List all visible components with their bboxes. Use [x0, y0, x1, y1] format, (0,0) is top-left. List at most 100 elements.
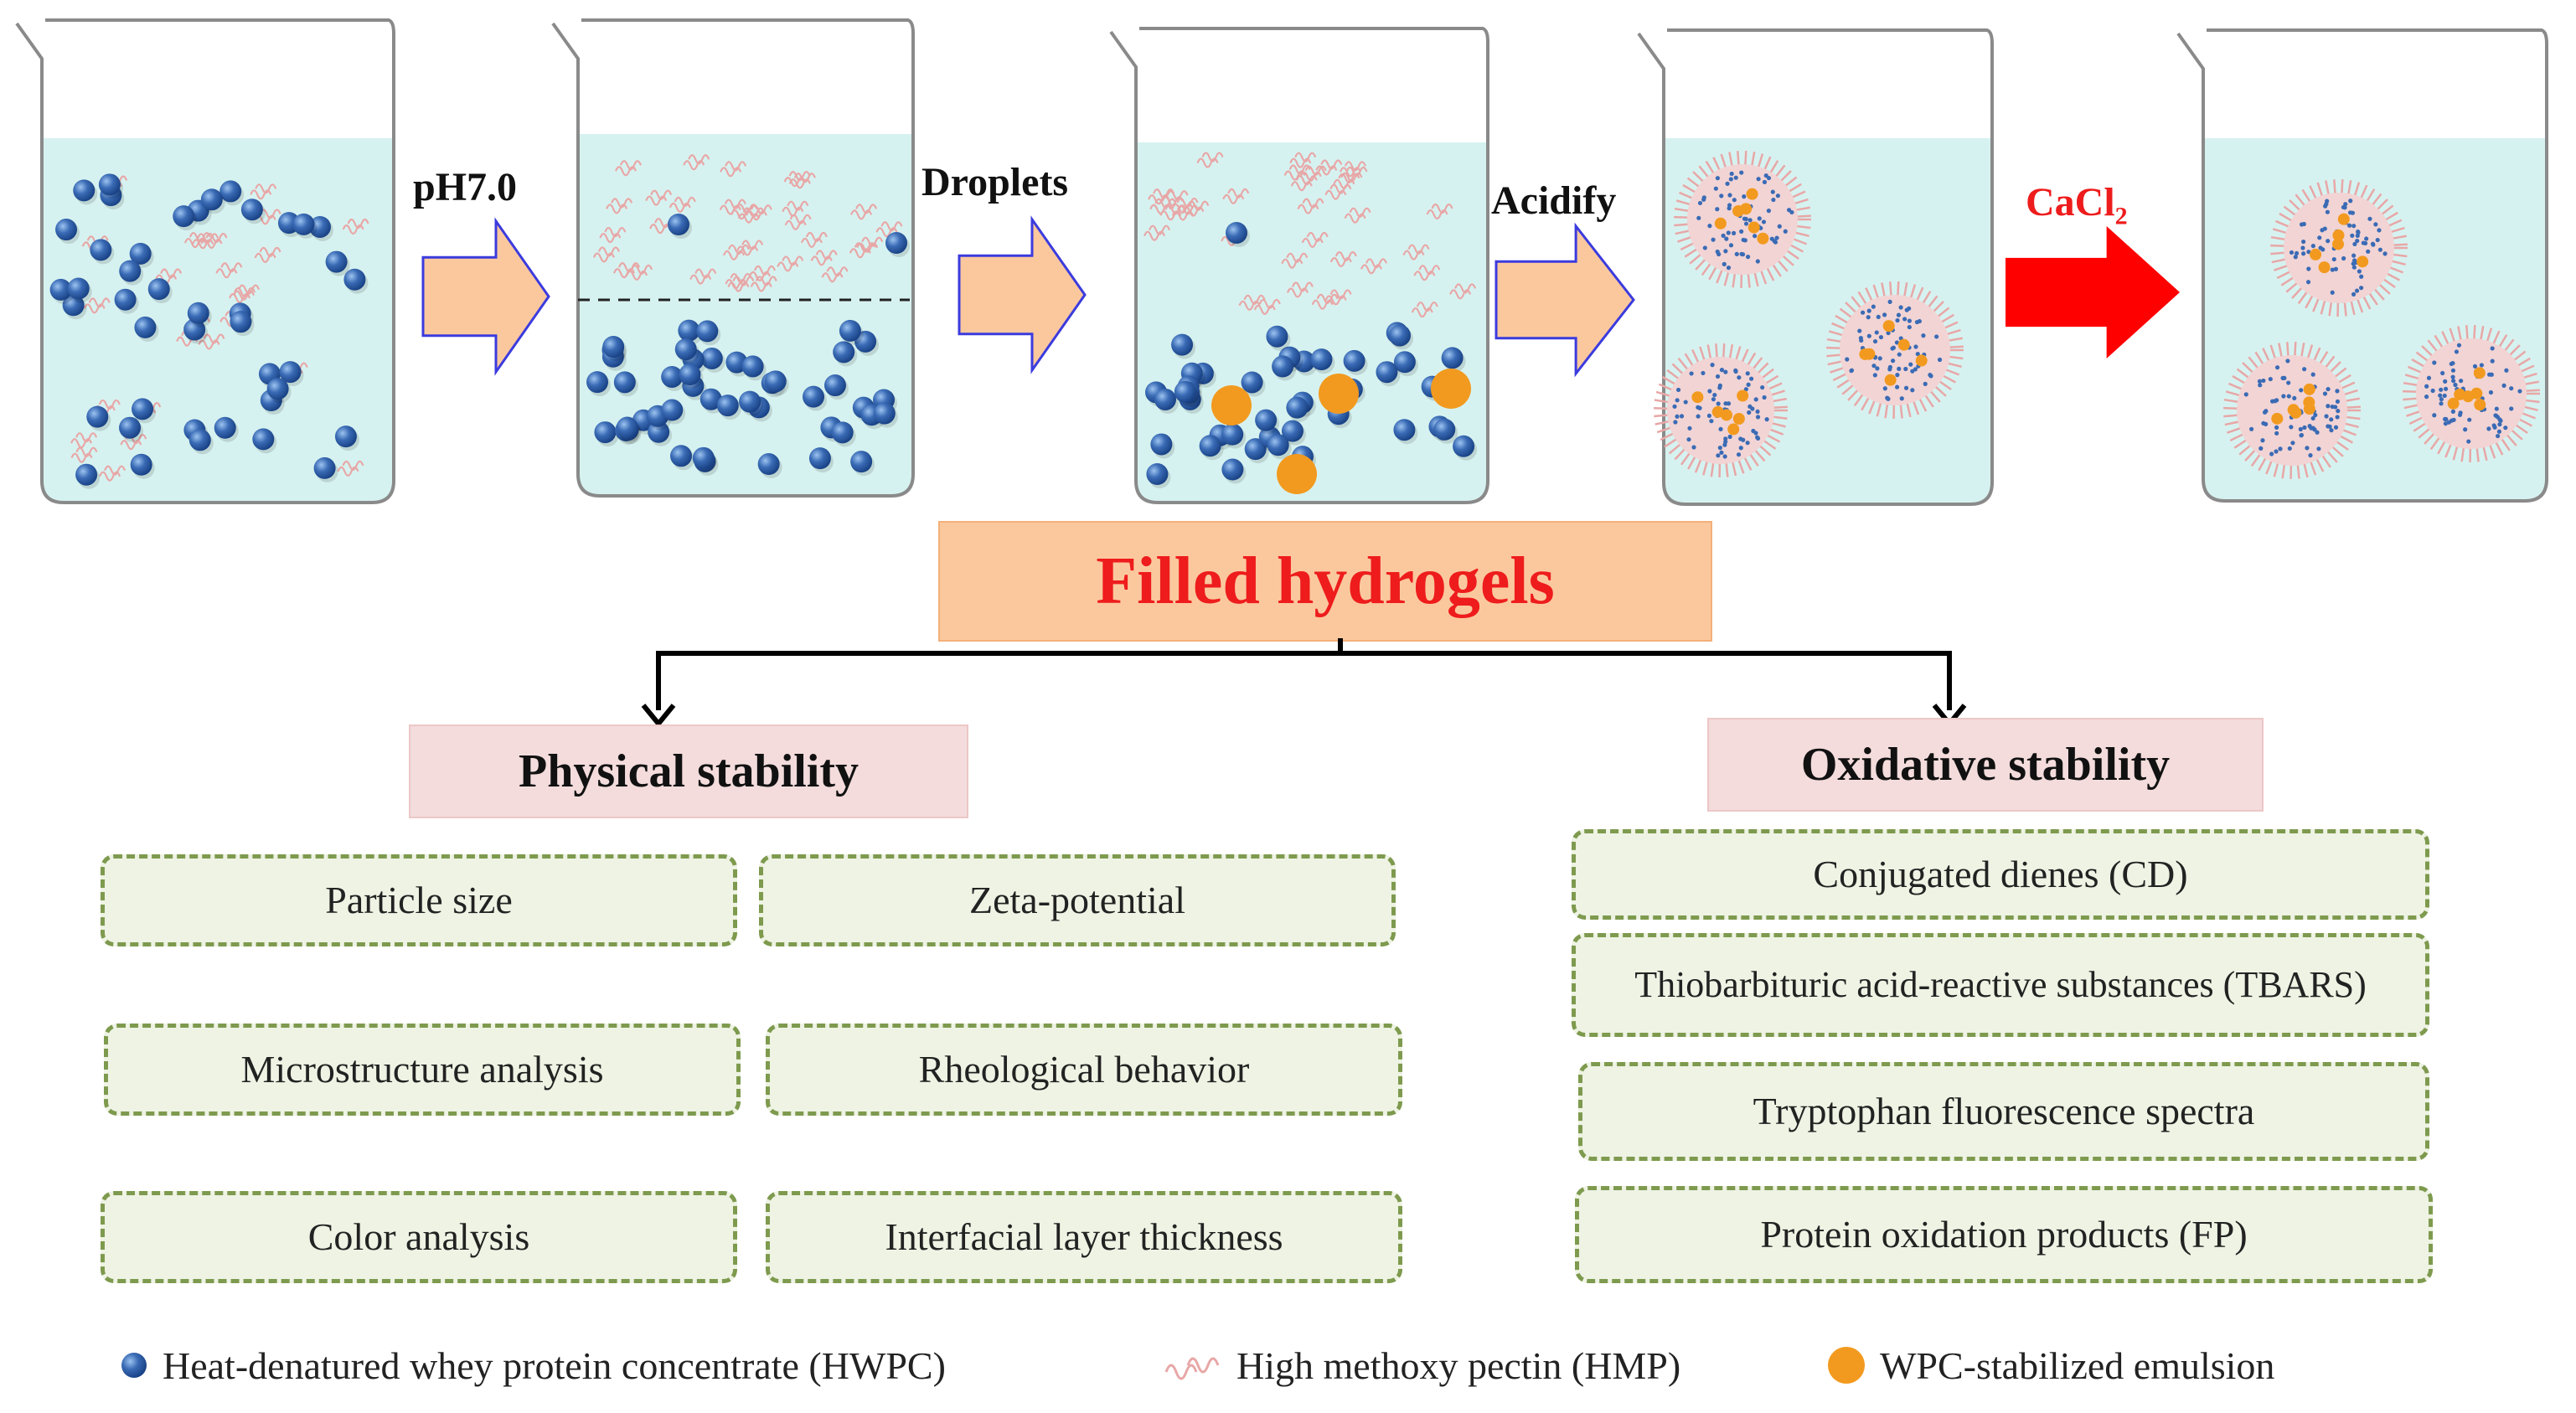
beaker-3-glass — [1109, 27, 1489, 504]
protein-particle — [266, 378, 289, 400]
protein-particle — [679, 364, 701, 386]
protein-particle — [119, 260, 142, 282]
pectin-chain — [849, 242, 876, 259]
pectin-chain — [1281, 252, 1309, 269]
process-arrow-droplets-icon — [958, 215, 1087, 374]
protein-particle — [1199, 435, 1221, 457]
beaker-2-contents — [578, 154, 910, 479]
step-label-ph: pH7.0 — [413, 165, 518, 209]
legend-hwpc-label: Heat-denatured whey protein concentrate … — [163, 1343, 946, 1387]
filled-hydrogels-title: Filled hydrogels — [938, 521, 1712, 642]
protein-particle — [49, 278, 72, 301]
pectin-chain — [626, 264, 653, 281]
process-arrow-cacl2-icon — [2006, 226, 2180, 358]
pectin-chain-icon — [1164, 1357, 1220, 1380]
protein-particle — [147, 278, 170, 301]
step-label-droplets: Droplets — [921, 160, 1069, 204]
pectin-chain — [1182, 200, 1210, 217]
protein-particle — [119, 416, 142, 439]
emulsion-droplet — [1211, 385, 1252, 425]
legend-hmp-label: High methoxy pectin (HMP) — [1236, 1343, 1681, 1387]
protein-particle — [1241, 371, 1263, 394]
category-oxidative-stability: Oxidative stability — [1707, 718, 2264, 812]
protein-particle-icon — [121, 1353, 147, 1378]
protein-particle — [613, 371, 636, 394]
pectin-chain — [1344, 207, 1371, 224]
protein-particle — [670, 445, 693, 467]
protein-particle — [1343, 349, 1365, 372]
pectin-chain — [229, 286, 256, 304]
protein-particle — [616, 416, 638, 439]
protein-particle — [98, 173, 121, 196]
legend-hmp: High methoxy pectin (HMP) — [1163, 1340, 1680, 1390]
pectin-chain — [719, 199, 746, 215]
protein-particle — [602, 336, 625, 358]
pectin-chain — [1449, 283, 1477, 300]
pectin-chain — [727, 276, 755, 292]
protein-particle — [1272, 355, 1294, 378]
protein-particle — [674, 338, 697, 361]
hydrogel-particle — [2403, 325, 2540, 463]
protein-particle — [1244, 438, 1267, 461]
pectin-chain — [1196, 152, 1224, 168]
pectin-chain — [1339, 161, 1366, 178]
protein-particle — [823, 374, 846, 397]
protein-particle — [1310, 348, 1333, 371]
step-label-acidify: Acidify — [1491, 178, 1617, 223]
protein-particle — [214, 416, 236, 439]
protein-particle — [1393, 351, 1416, 374]
pectin-chain — [1301, 231, 1329, 248]
pectin-chain — [1411, 302, 1438, 318]
protein-particle — [86, 405, 109, 428]
branch-connector — [641, 638, 1967, 728]
pectin-chain — [183, 232, 211, 249]
pectin-chain — [782, 200, 809, 217]
protein-particle — [292, 213, 315, 235]
pectin-chain — [1149, 198, 1177, 214]
protein-particle — [831, 421, 854, 444]
pectin-chain — [1340, 166, 1368, 183]
process-scene — [15, 18, 2548, 506]
protein-particle — [308, 215, 331, 238]
pectin-chain — [1286, 281, 1314, 298]
pectin-chain — [99, 465, 126, 482]
protein-particle — [252, 428, 275, 451]
beaker-3-liquid — [1136, 142, 1488, 503]
emulsion-droplet — [1431, 369, 1471, 409]
protein-particle — [699, 388, 722, 410]
protein-particle — [1171, 333, 1194, 356]
step-label-cacl2: CaCl2 — [2026, 179, 2128, 231]
protein-particle — [757, 453, 780, 476]
protein-particle — [678, 319, 700, 342]
emulsion-droplet — [1277, 454, 1317, 494]
test-color-analysis: Color analysis — [101, 1191, 737, 1283]
protein-particle — [594, 421, 617, 444]
legend-emulsion-label: WPC-stabilized emulsion — [1880, 1343, 2275, 1387]
protein-particle — [343, 268, 366, 291]
protein-particle — [885, 232, 907, 254]
test-tryptophan-fluorescence: Tryptophan fluorescence spectra — [1578, 1062, 2429, 1161]
process-arrow-acidify-icon — [1494, 222, 1635, 378]
protein-particle — [739, 390, 761, 413]
pectin-chain — [1426, 203, 1453, 220]
protein-particle — [833, 341, 855, 364]
pectin-chain — [233, 284, 261, 301]
protein-particle — [1433, 418, 1456, 441]
pectin-chain — [215, 262, 243, 279]
pectin-chain — [254, 246, 281, 263]
protein-particle — [1146, 463, 1169, 486]
protein-particle — [73, 179, 96, 202]
pectin-chain — [750, 276, 777, 292]
beaker-5-contents — [2223, 179, 2540, 480]
protein-particle — [1154, 388, 1177, 410]
pectin-chain — [850, 204, 878, 220]
protein-particle — [1281, 420, 1303, 442]
pectin-chain — [1238, 294, 1266, 311]
protein-particle — [839, 319, 861, 342]
beaker-1-contents — [49, 173, 369, 489]
legend-hwpc: Heat-denatured whey protein concentrate … — [117, 1340, 946, 1390]
protein-particle — [1221, 458, 1244, 481]
pectin-chain — [736, 240, 764, 256]
protein-particle — [741, 355, 764, 378]
protein-particle — [668, 214, 689, 235]
